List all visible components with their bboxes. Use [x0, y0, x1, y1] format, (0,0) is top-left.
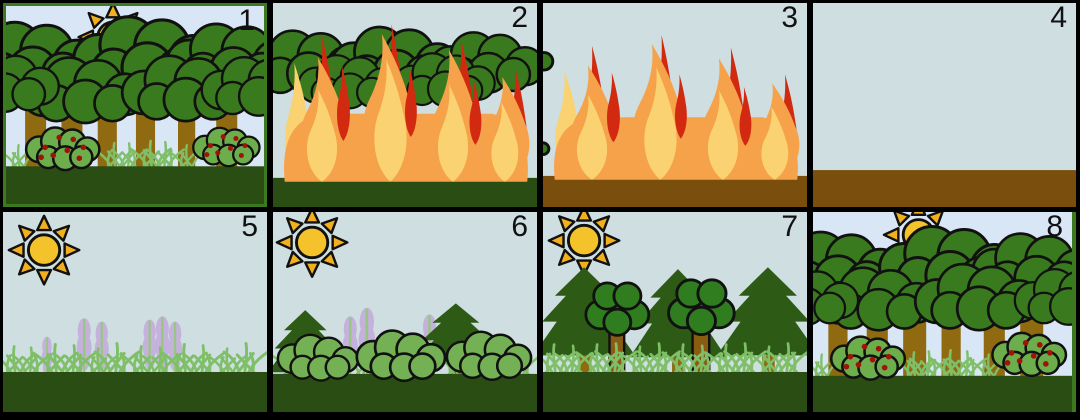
tree-canopy-icon: [667, 278, 736, 337]
ground: [6, 166, 264, 204]
ground: [3, 372, 267, 412]
scene-bare-ground: [813, 3, 1076, 207]
panel-4-bare-ground: 4: [813, 3, 1076, 207]
panel-number: 8: [1046, 212, 1063, 243]
panel-number: 6: [511, 212, 528, 243]
panel-number: 5: [241, 212, 258, 243]
scene-ground-fire: [543, 3, 807, 207]
tree-canopy-icon: [543, 51, 555, 72]
panel-3-ground-fire: 3: [543, 3, 807, 207]
scene-grass-wildflowers: [3, 212, 267, 412]
ground: [813, 170, 1076, 207]
panel-2-canopy-fire: 2: [273, 3, 537, 207]
ground: [273, 177, 537, 207]
panel-number: 7: [781, 212, 798, 243]
tree-canopy-icon: [543, 141, 551, 156]
tree-canopy-icon: [584, 281, 651, 337]
panel-8-regrown-forest: 8: [813, 212, 1076, 412]
ground: [813, 375, 1072, 412]
panel-number: 1: [238, 4, 255, 37]
panel-number: 3: [781, 3, 798, 34]
ground: [543, 175, 807, 207]
panel-number: 2: [511, 3, 528, 34]
scene-canopy-fire: [273, 3, 537, 207]
panel-6-shrubs-and-seedlings: 6: [273, 212, 537, 412]
scene-mature-forest: [6, 6, 264, 204]
ground: [543, 372, 807, 412]
scene-regrown-forest: [813, 212, 1072, 412]
sun-icon: [7, 214, 81, 286]
scene-young-forest: [543, 212, 807, 412]
panel-number: 4: [1050, 3, 1067, 34]
panel-1-mature-forest: 1: [3, 3, 267, 207]
panel-5-grass-and-wildflowers: 5: [3, 212, 267, 412]
scene-shrubs-seedlings: [273, 212, 537, 412]
panel-7-young-forest: 7: [543, 212, 807, 412]
sun-icon: [275, 212, 349, 279]
